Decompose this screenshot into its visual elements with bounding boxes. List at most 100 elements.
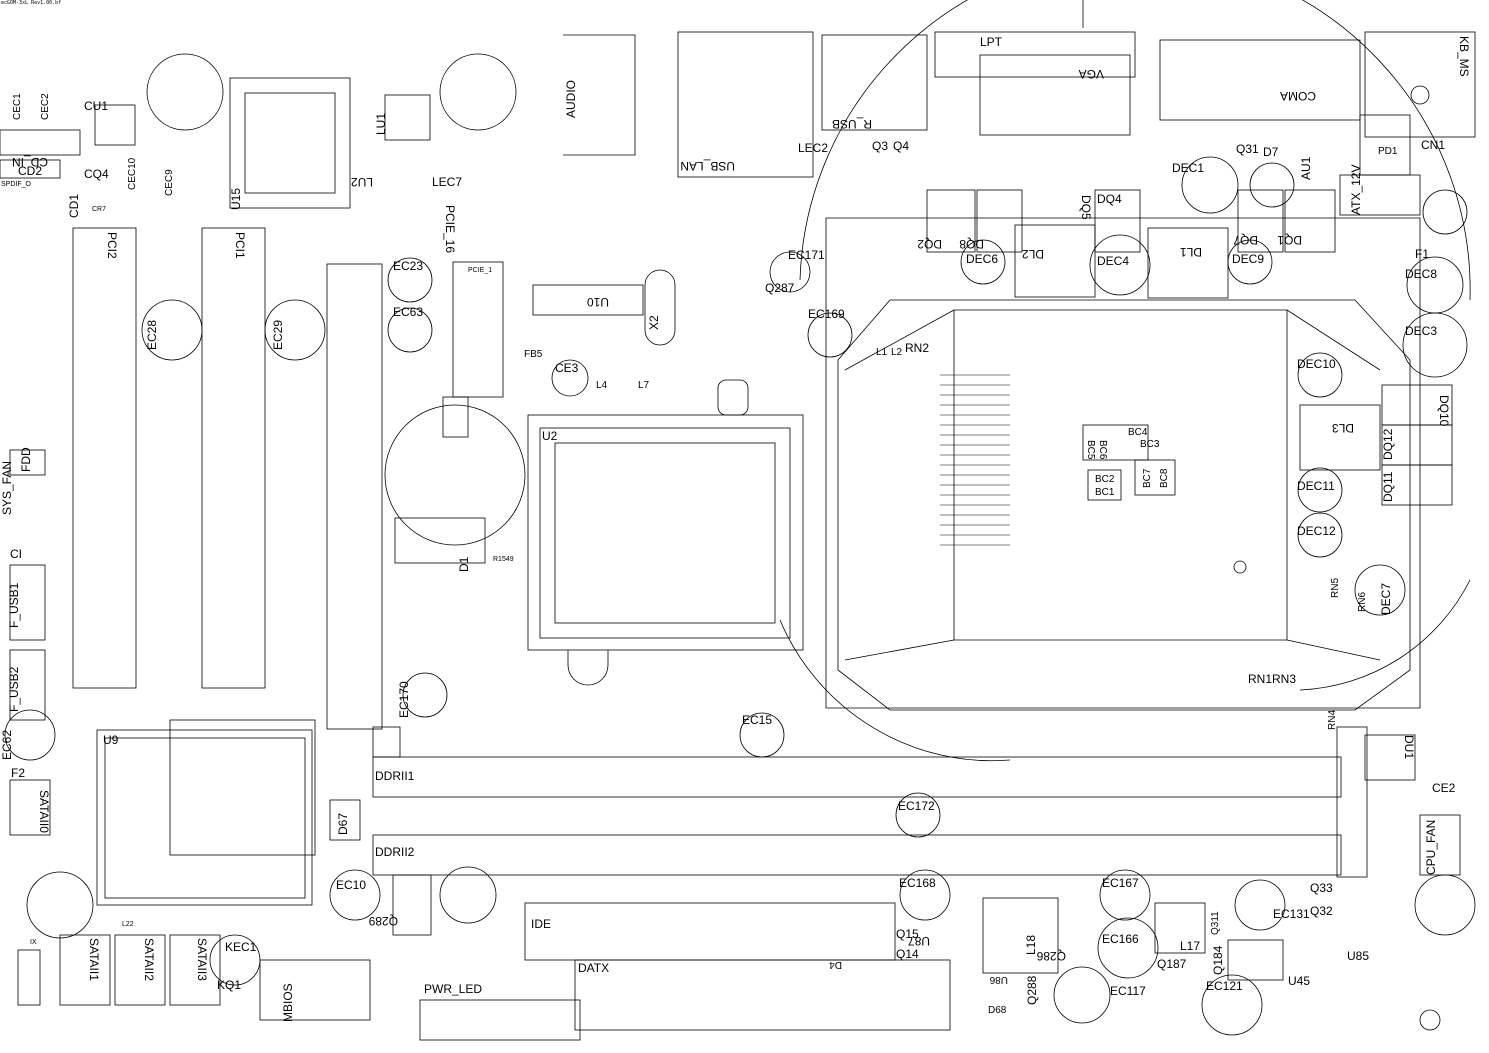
label-dl3: DL3 xyxy=(1332,421,1354,435)
label-ddrii2: DDRII2 xyxy=(375,845,415,859)
label-q288: Q288 xyxy=(1025,975,1039,1005)
label-audio: AUDIO xyxy=(564,80,578,118)
label-dq4: DQ4 xyxy=(1097,192,1122,206)
cpu-fan-connector xyxy=(1419,814,1461,876)
label-q184: Q184 xyxy=(1211,945,1225,975)
label-cec9: CEC9 xyxy=(164,169,175,196)
label-ec131: EC131 xyxy=(1273,907,1310,921)
dq8-mosfet xyxy=(976,189,1023,253)
u15-chip xyxy=(229,77,351,209)
label-cd-in: CD_IN xyxy=(12,155,48,169)
label-bc2: BC2 xyxy=(1095,474,1115,485)
label-lu2: LU2 xyxy=(351,175,373,189)
label-cd1: CD1 xyxy=(67,194,81,218)
label-spdif: SPDIF_O xyxy=(1,181,32,188)
dec12-capacitor xyxy=(1297,512,1343,558)
label-ec170: EC170 xyxy=(397,681,411,718)
dq2-mosfet xyxy=(926,189,976,253)
label-lu1: LU1 xyxy=(374,113,388,135)
f-usb1-connector xyxy=(9,564,46,641)
ec63-capacitor xyxy=(387,307,433,353)
label-dec7: DEC7 xyxy=(1379,583,1393,615)
label-lpt: LPT xyxy=(980,35,1003,49)
label-usb-lan: USB_LAN xyxy=(680,159,735,173)
label-l7: L7 xyxy=(638,380,650,391)
label-f1: F1 xyxy=(1415,247,1429,261)
label-datx: DATX xyxy=(578,961,609,975)
label-ec15: EC15 xyxy=(742,713,772,727)
label-rn4: RN4 xyxy=(1327,710,1338,730)
label-l18: L18 xyxy=(1024,935,1038,955)
label-q187: Q187 xyxy=(1157,957,1187,971)
ec167-capacitor xyxy=(1099,869,1151,921)
sata0-connector xyxy=(9,779,51,836)
label-dq7: DQ7 xyxy=(1233,233,1258,247)
dq7-mosfet xyxy=(1237,189,1284,253)
label-ce2: CE2 xyxy=(1432,781,1456,795)
label-d7: D7 xyxy=(1263,145,1279,159)
sata2-connector xyxy=(114,934,166,1006)
label-rn6: RN6 xyxy=(1357,592,1368,612)
dec1-capacitor xyxy=(1181,156,1239,214)
ec172-capacitor xyxy=(895,792,941,838)
cpu-socket-hatch xyxy=(940,374,1010,546)
du1-chip xyxy=(1364,734,1416,781)
label-dec11: DEC11 xyxy=(1297,479,1335,493)
label-ec169: EC169 xyxy=(808,307,845,321)
label-fdd: FDD xyxy=(19,447,33,472)
q289-chip xyxy=(392,874,432,936)
label-l1: L1 xyxy=(876,347,888,358)
label-q32: Q32 xyxy=(1310,904,1333,918)
label-ce3: CE3 xyxy=(555,361,579,375)
label-dec12: DEC12 xyxy=(1297,524,1336,538)
pcie16-slot xyxy=(326,263,383,730)
label-lec2: LEC2 xyxy=(798,141,828,155)
label-ddrii1: DDRII1 xyxy=(375,769,415,783)
label-ec63: EC63 xyxy=(393,305,423,319)
label-f2: F2 xyxy=(11,766,25,780)
label-u10: U10 xyxy=(587,295,609,309)
label-l17: L17 xyxy=(1180,939,1200,953)
cu1-chip xyxy=(94,104,136,146)
label-fb5: FB5 xyxy=(524,349,543,360)
label-q287: Q287 xyxy=(765,281,795,295)
label-dq10: DQ10 xyxy=(1437,395,1451,427)
label-q15: Q15 xyxy=(896,927,919,941)
label-u85: U85 xyxy=(1347,949,1369,963)
f-usb2-connector xyxy=(9,649,46,721)
label-sata1: SATAII1 xyxy=(87,938,101,981)
f1-capacitor xyxy=(1422,189,1468,235)
label-u2: U2 xyxy=(542,429,558,443)
ddrii2-slot xyxy=(372,834,1342,876)
label-pd1: PD1 xyxy=(1378,146,1398,157)
label-u86: U86 xyxy=(989,974,1008,985)
label-ec28: EC28 xyxy=(145,320,159,350)
label-r1549: R1549 xyxy=(493,556,514,563)
u10-chip xyxy=(532,284,644,316)
label-dl2: DL2 xyxy=(1022,247,1044,261)
label-u87: U87 xyxy=(908,934,930,948)
label-dec10: DEC10 xyxy=(1297,357,1336,371)
label-x2: X2 xyxy=(647,315,661,330)
label-lec7: LEC7 xyxy=(432,175,462,189)
label-ix: IX xyxy=(30,939,37,946)
label-sata2: SATAII2 xyxy=(142,938,156,981)
sata1-connector xyxy=(59,934,111,1006)
label-d67: D67 xyxy=(336,813,350,835)
label-au1: AU1 xyxy=(1299,156,1313,180)
label-dec9: DEC9 xyxy=(1232,252,1264,266)
label-q311: Q311 xyxy=(1210,911,1221,935)
label-cd2: CD2 xyxy=(18,164,42,178)
label-q4: Q4 xyxy=(893,139,909,153)
label-dl1: DL1 xyxy=(1180,245,1202,259)
u45-chip xyxy=(1227,939,1284,981)
label-rn3: RN3 xyxy=(1272,672,1296,686)
label-ci: CI xyxy=(10,547,22,561)
lec7-hole xyxy=(439,53,517,131)
dl3-inductor xyxy=(1299,404,1381,471)
label-ec62: EC62 xyxy=(0,730,14,760)
label-bc1: BC1 xyxy=(1095,487,1115,498)
label-dq2: DQ2 xyxy=(917,237,942,251)
coma-connector xyxy=(1159,39,1361,121)
